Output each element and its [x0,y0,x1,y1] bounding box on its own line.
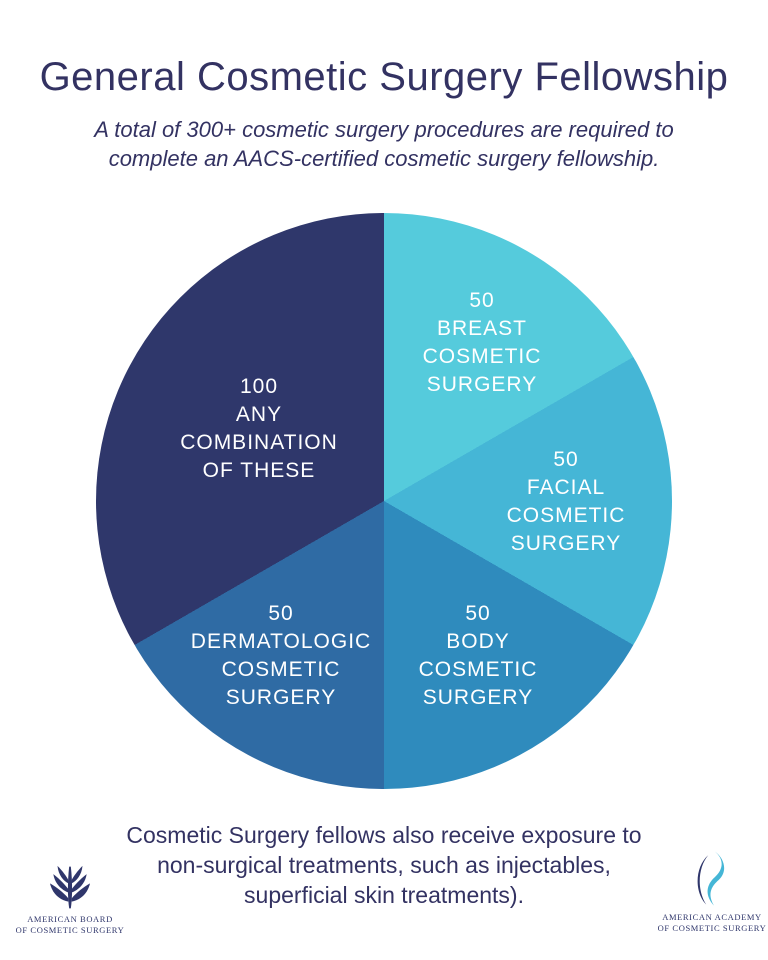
page-subtitle: A total of 300+ cosmetic surgery procedu… [0,115,768,173]
slice-label-dermatologic: 50 DERMATOLOGIC COSMETIC SURGERY [191,600,371,712]
footer-note-line-3: superficial skin treatments). [244,882,524,908]
subtitle-line-1: A total of 300+ cosmetic surgery procedu… [94,117,674,142]
american-academy-logo: AMERICAN ACADEMY OF COSMETIC SURGERY [656,850,768,934]
footer-note-line-1: Cosmetic Surgery fellows also receive ex… [126,822,642,848]
slice-label-line: SURGERY [225,686,337,709]
aacs-caption-line-2: OF COSMETIC SURGERY [657,923,767,933]
slice-label-line: 50 [469,289,495,312]
slice-label-line: 50 [465,602,491,625]
slice-label-line: FACIAL [526,476,606,499]
footer-note: Cosmetic Surgery fellows also receive ex… [0,820,768,910]
slice-label-line: COSMETIC [418,658,538,681]
slice-label-line: OF THESE [202,459,316,482]
abcs-caption-line-2: OF COSMETIC SURGERY [15,925,125,935]
slice-label-line: ANY [235,403,283,426]
slice-label-line: 100 [239,375,279,398]
slice-label-line: SURGERY [422,686,534,709]
abcs-caption: AMERICAN BOARD OF COSMETIC SURGERY [8,914,132,936]
slice-label-any-combination: 100 ANY COMBINATION OF THESE [180,373,338,485]
aacs-caption: AMERICAN ACADEMY OF COSMETIC SURGERY [656,912,768,934]
pie-chart: 100 ANY COMBINATION OF THESE 50 BREAST C… [96,213,672,789]
slice-label-line: DERMATOLOGIC [190,630,372,653]
slice-label-line: 50 [553,448,579,471]
slice-label-line: SURGERY [426,373,538,396]
slice-label-line: COSMETIC [422,345,542,368]
slice-label-line: SURGERY [510,532,622,555]
abcs-caption-line-1: AMERICAN BOARD [27,914,113,924]
slice-label-facial: 50 FACIAL COSMETIC SURGERY [507,446,626,558]
slice-label-body: 50 BODY COSMETIC SURGERY [419,600,538,712]
subtitle-line-2: complete an AACS-certified cosmetic surg… [108,146,660,171]
page-title: General Cosmetic Surgery Fellowship [39,55,729,99]
slice-label-line: BREAST [436,317,528,340]
abcs-leaf-icon [50,865,90,909]
aacs-caption-line-1: AMERICAN ACADEMY [662,912,762,922]
footer-note-line-2: non-surgical treatments, such as injecta… [157,852,611,878]
slice-label-line: COSMETIC [221,658,341,681]
slice-label-line: COMBINATION [180,431,338,454]
aacs-swoosh-icon [697,851,725,906]
slice-label-line: 50 [268,602,294,625]
slice-label-breast: 50 BREAST COSMETIC SURGERY [423,287,542,399]
slice-label-line: BODY [446,630,510,653]
slice-label-line: COSMETIC [506,504,626,527]
american-board-logo: AMERICAN BOARD OF COSMETIC SURGERY [8,860,132,936]
